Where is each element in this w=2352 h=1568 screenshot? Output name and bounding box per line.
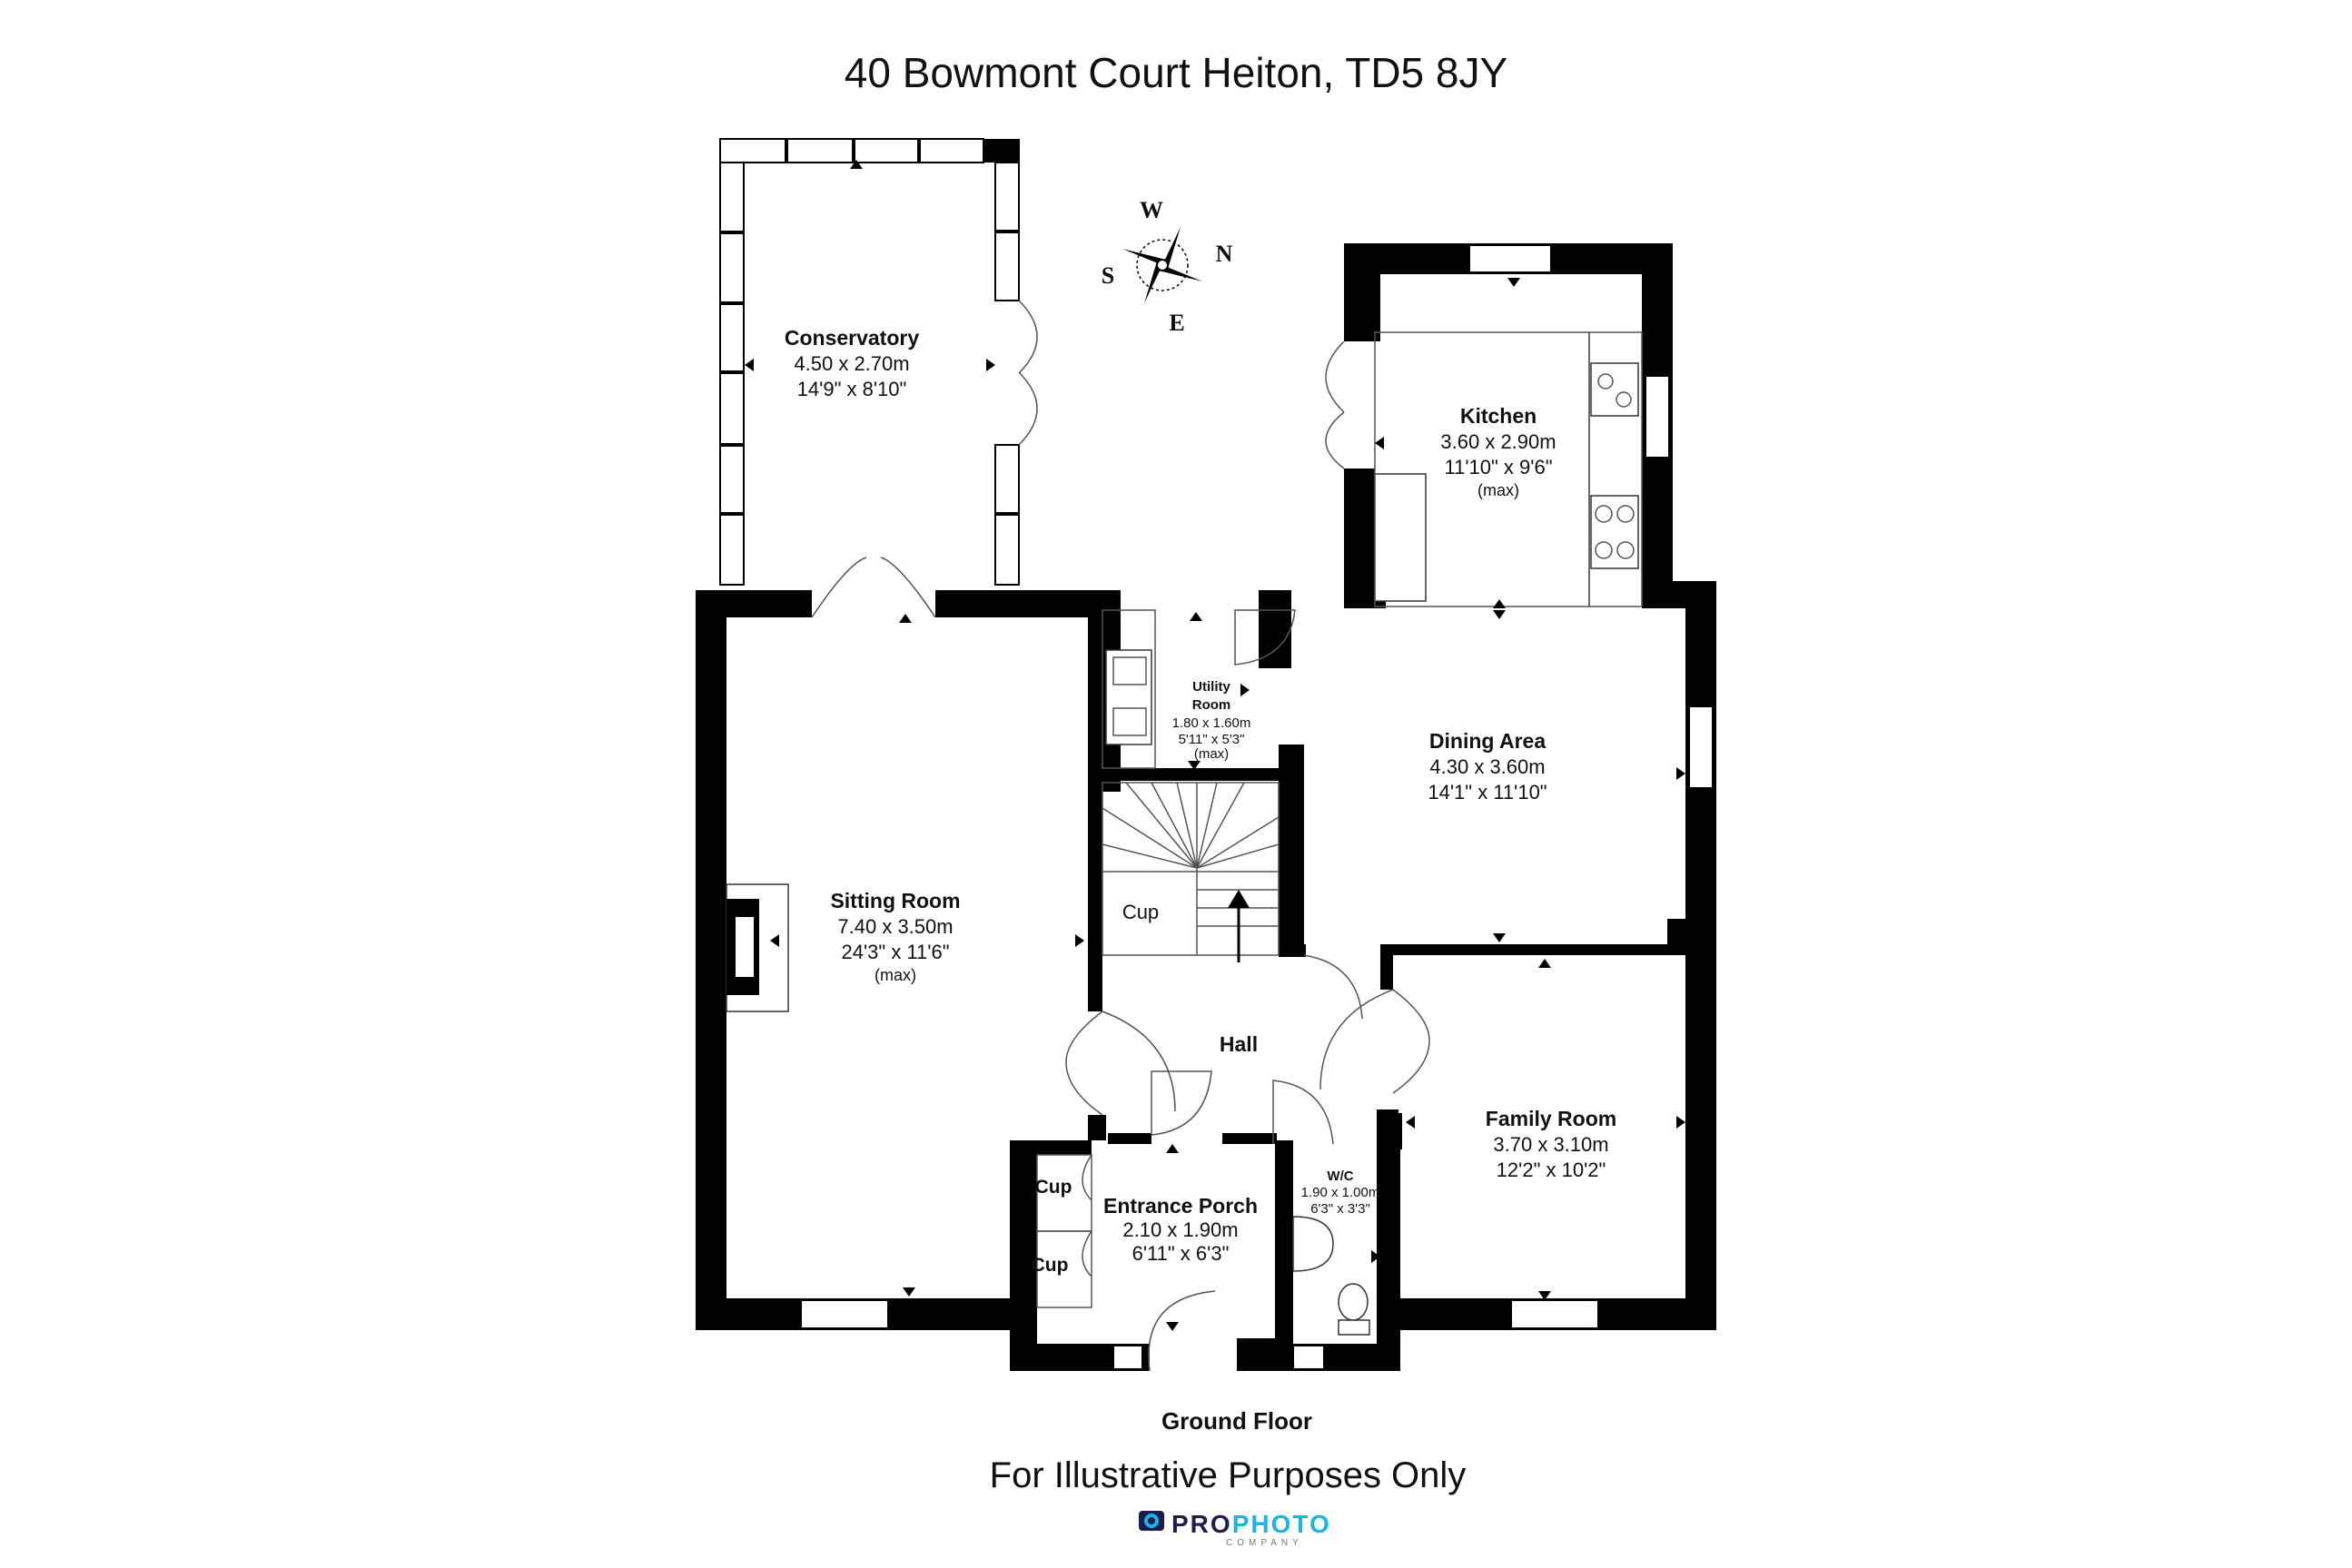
- utility-label-1: Utility: [1192, 679, 1230, 695]
- utility-imperial: 5'11" x 5'3": [1179, 732, 1245, 747]
- utility-fixtures: [1102, 609, 1296, 769]
- kitchen-metric: 3.60 x 2.90m: [1440, 430, 1556, 453]
- kitchen-note: (max): [1477, 481, 1519, 499]
- conservatory-walls: [719, 138, 1038, 586]
- fireplace: [726, 883, 789, 1012]
- conservatory-label: Conservatory: [785, 326, 919, 350]
- wc-metric: 1.90 x 1.00m: [1301, 1185, 1380, 1200]
- porch-cupboard-top: Cup: [1035, 1177, 1072, 1198]
- sitting-room-metric: 7.40 x 3.50m: [837, 915, 953, 938]
- logo-text-pro: PRO: [1171, 1510, 1232, 1538]
- family-room-imperial: 12'2" x 10'2": [1497, 1159, 1606, 1181]
- camera-icon: [1139, 1511, 1164, 1531]
- compass-west: W: [1140, 197, 1163, 223]
- measurement-arrows: [745, 160, 1685, 1331]
- wc-label: W/C: [1327, 1169, 1353, 1184]
- sitting-room-imperial: 24'3" x 11'6": [841, 941, 949, 963]
- conservatory-imperial: 14'9" x 8'10": [797, 378, 907, 400]
- wc-fixtures: [1292, 1216, 1370, 1336]
- kitchen-imperial: 11'10" x 9'6": [1444, 456, 1552, 478]
- staircase: [1102, 782, 1280, 962]
- stair-cupboard-label: Cup: [1122, 901, 1159, 923]
- compass-east: E: [1169, 310, 1184, 336]
- utility-metric: 1.80 x 1.60m: [1172, 715, 1251, 731]
- sitting-room-label: Sitting Room: [830, 889, 960, 912]
- utility-label-2: Room: [1192, 697, 1231, 713]
- disclaimer: For Illustrative Purposes Only: [990, 1455, 1467, 1495]
- conservatory-metric: 4.50 x 2.70m: [794, 352, 909, 375]
- family-room-metric: 3.70 x 3.10m: [1493, 1133, 1608, 1156]
- svg-text:PROPHOTO: PROPHOTO: [1171, 1510, 1331, 1538]
- wc-imperial: 6'3" x 3'3": [1310, 1201, 1370, 1217]
- sitting-room-note: (max): [875, 966, 916, 984]
- dining-area-label: Dining Area: [1429, 729, 1546, 753]
- compass-south: S: [1102, 262, 1114, 289]
- kitchen-walls: [1325, 243, 1716, 608]
- company-logo: PROPHOTO COMPANY: [1139, 1510, 1331, 1548]
- logo-subtitle: COMPANY: [1226, 1538, 1303, 1548]
- kitchen-label: Kitchen: [1460, 404, 1537, 428]
- family-room-label: Family Room: [1486, 1107, 1616, 1130]
- dining-area-metric: 4.30 x 3.60m: [1429, 755, 1545, 778]
- house-walls: [696, 557, 1716, 1371]
- property-address: 40 Bowmont Court Heiton, TD5 8JY: [845, 49, 1507, 96]
- porch-metric: 2.10 x 1.90m: [1122, 1218, 1238, 1241]
- floor-label: Ground Floor: [1161, 1407, 1312, 1435]
- hall-label: Hall: [1220, 1032, 1258, 1056]
- compass-north: N: [1216, 241, 1233, 267]
- dining-area-imperial: 14'1" x 11'10": [1428, 781, 1547, 804]
- porch-label: Entrance Porch: [1103, 1194, 1258, 1218]
- porch-cupboards: [1036, 1154, 1216, 1372]
- logo-text-photo: PHOTO: [1232, 1510, 1331, 1538]
- utility-note: (max): [1194, 746, 1229, 762]
- porch-cupboard-bottom: Cup: [1032, 1255, 1069, 1276]
- porch-imperial: 6'11" x 6'3": [1132, 1242, 1230, 1265]
- compass-rose: [1122, 227, 1202, 303]
